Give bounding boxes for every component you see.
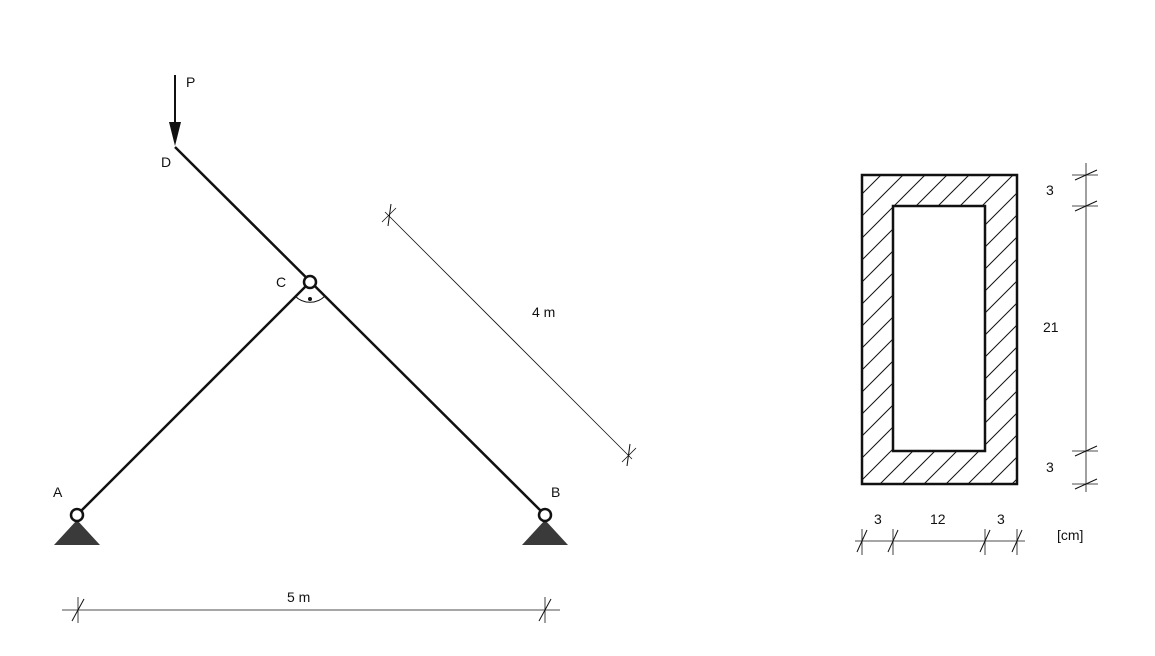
- unit-label: [cm]: [1057, 527, 1083, 543]
- hinge-c: [302, 274, 318, 290]
- section-outer-edge: [860, 173, 1019, 486]
- dimension-vertical: [1072, 163, 1098, 492]
- dimension-member-label: 4 m: [532, 304, 555, 320]
- dimension-span: [62, 597, 560, 623]
- dimension-width-label: 12: [930, 511, 946, 527]
- hinge-a: [69, 507, 85, 523]
- support-b: [522, 520, 568, 545]
- label-node-d: D: [161, 154, 171, 170]
- label-load-p: P: [186, 74, 195, 90]
- label-node-b: B: [551, 484, 560, 500]
- dimension-member: [381, 203, 637, 467]
- dimension-left-label: 3: [874, 511, 882, 527]
- dimension-height-label: 21: [1043, 319, 1059, 335]
- right-angle-arc: [294, 295, 326, 303]
- right-angle-dot: [308, 297, 312, 301]
- frame-structure: A B C D P: [53, 74, 568, 545]
- label-node-c: C: [276, 274, 286, 290]
- dimension-right-label: 3: [997, 511, 1005, 527]
- member-a-c: [76, 281, 311, 516]
- member-d-b: [174, 146, 546, 516]
- hinge-b: [537, 507, 553, 523]
- load-arrow-head: [169, 122, 181, 146]
- dimension-top-label: 3: [1046, 182, 1054, 198]
- support-a: [54, 520, 100, 545]
- section-inner-edge: [891, 204, 987, 453]
- cross-section: [860, 173, 1019, 486]
- dimension-span-label: 5 m: [287, 589, 310, 605]
- label-node-a: A: [53, 484, 63, 500]
- dimension-horizontal: [855, 529, 1025, 555]
- dimension-bottom-label: 3: [1046, 459, 1054, 475]
